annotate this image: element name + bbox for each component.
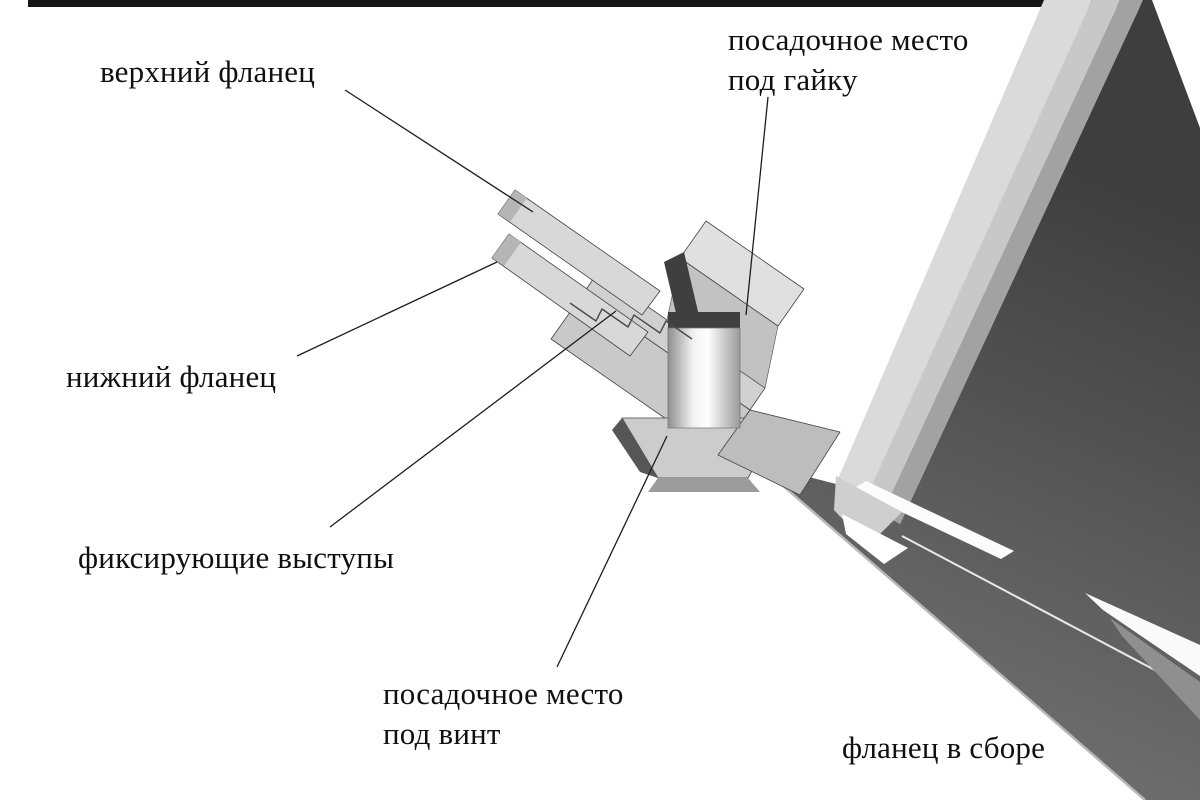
leader-lines — [296, 89, 769, 668]
plate-edge-highlight — [901, 535, 1200, 695]
label-nut-seat-line2: под гайку — [728, 62, 858, 97]
leader-upper-flange — [344, 89, 534, 213]
fixing-protrusions-serration — [569, 302, 693, 340]
label-screw-seat-line1: посадочное место — [383, 676, 624, 711]
top-border — [28, 0, 1146, 7]
label-lower-flange: нижний фланец — [66, 359, 277, 394]
angle-bracket-plate — [757, 0, 1200, 800]
plate-leg-tip — [834, 476, 902, 546]
label-nut-seat: посадочное место под гайку — [728, 20, 969, 100]
label-screw-seat-line2: под винт — [383, 716, 501, 751]
plate-slot-1 — [853, 481, 1014, 559]
upper-prong-end-cap — [498, 190, 527, 222]
lower-prong-end-cap — [492, 234, 521, 266]
plate-inner-face — [758, 0, 1200, 800]
label-screw-seat: посадочное место под винт — [383, 674, 624, 754]
screw-cylinder — [667, 327, 741, 429]
plate-vertical-leg-face2 — [864, 0, 1120, 514]
label-nut-seat-line1: посадочное место — [728, 22, 969, 57]
bore-shadow — [668, 312, 740, 330]
leader-fixing-protrusions — [329, 310, 617, 528]
countersink-shadow-wall — [612, 418, 658, 478]
flange-right-step — [717, 409, 841, 496]
leader-screw-seat — [556, 435, 668, 668]
leader-lower-flange — [296, 261, 498, 357]
nut-slot-shadow — [664, 252, 700, 330]
nut-seat-face — [679, 220, 805, 327]
plate-leg-notch — [842, 514, 908, 564]
flange-assembly — [491, 189, 841, 496]
label-fixing-protrusions: фиксирующие выступы — [78, 540, 395, 575]
label-upper-flange: верхний фланец — [100, 54, 316, 89]
plate-vertical-leg-face1 — [838, 0, 1092, 502]
plate-corner-strip — [1110, 618, 1200, 720]
plate-chamfer-highlight — [757, 463, 1146, 800]
leader-nut-seat — [745, 96, 769, 316]
plate-slot-2 — [1085, 593, 1200, 676]
flange-bottom-edge — [648, 478, 760, 492]
label-assembly-caption: фланец в сборе — [842, 730, 1046, 765]
plate-vertical-leg-edge — [882, 0, 1143, 524]
